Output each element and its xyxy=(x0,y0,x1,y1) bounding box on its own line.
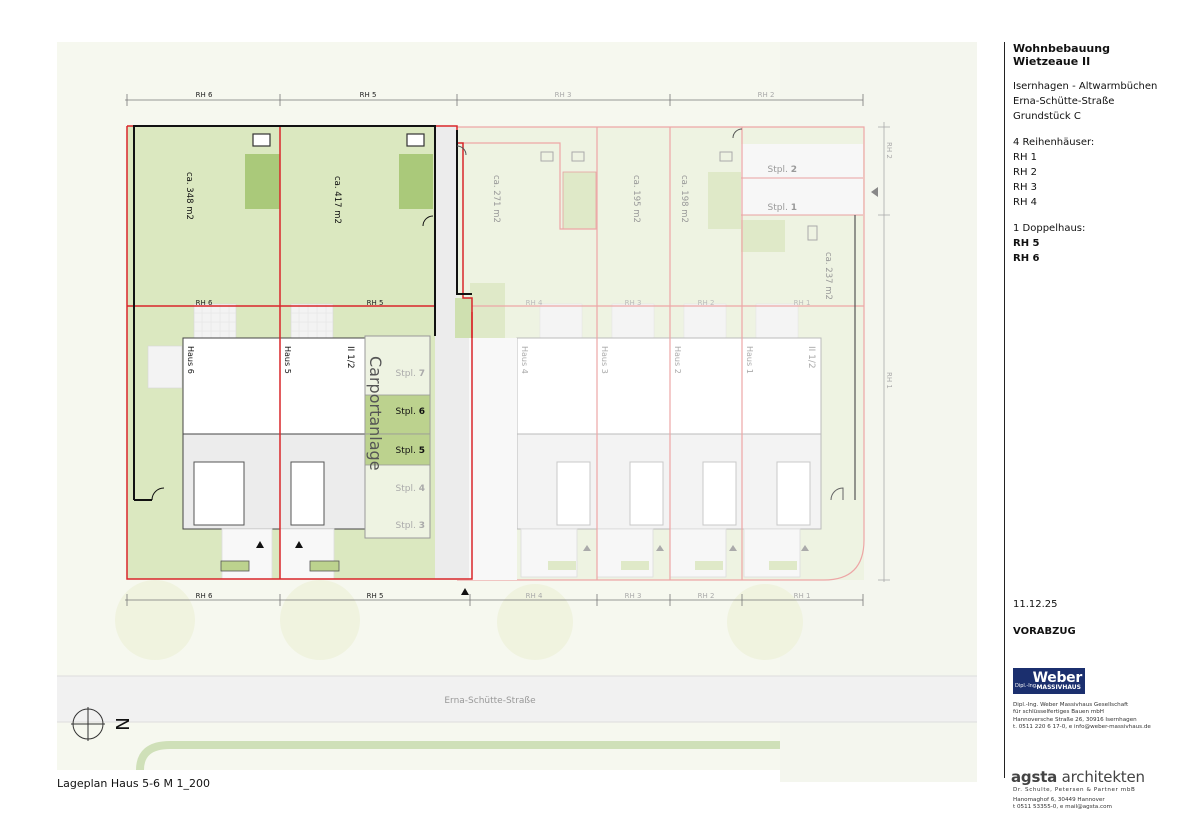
title-block: Wohnbebauung Wietzeaue II Isernhagen - A… xyxy=(1013,42,1183,266)
svg-text:RH 6: RH 6 xyxy=(196,592,213,600)
fence xyxy=(133,125,472,501)
street-surface xyxy=(57,676,977,722)
sidebar-divider xyxy=(1004,42,1005,778)
project-title: Wietzeaue II xyxy=(1013,55,1091,68)
svg-text:Stpl. 5: Stpl. 5 xyxy=(396,446,425,456)
weber-address: Dipl.-Ing. Weber Massivhaus Gesellschaft… xyxy=(1013,702,1151,730)
house-item: RH 1 xyxy=(1013,152,1038,163)
address-line: Erna-Schütte-Straße xyxy=(1013,96,1115,107)
agsta-logo: agsta architekten xyxy=(1011,768,1145,786)
address-line: Grundstück C xyxy=(1013,111,1081,122)
svg-text:RH 3: RH 3 xyxy=(555,91,572,99)
svg-text:RH 1: RH 1 xyxy=(794,299,811,307)
svg-text:RH 6: RH 6 xyxy=(196,91,213,99)
street-name: Erna-Schütte-Straße xyxy=(444,696,536,706)
tree xyxy=(115,580,195,660)
tree xyxy=(497,584,573,660)
svg-text:RH 3: RH 3 xyxy=(625,299,642,307)
driveway xyxy=(435,312,469,580)
agsta-address: Dr. Schulte, Petersen & Partner mbB Hano… xyxy=(1013,787,1136,810)
svg-text:RH 5: RH 5 xyxy=(360,91,377,99)
svg-text:RH 5: RH 5 xyxy=(367,592,384,600)
dimension-bottom xyxy=(125,594,864,606)
svg-text:Stpl. 7: Stpl. 7 xyxy=(396,369,425,379)
entrance-arrow xyxy=(256,541,264,548)
tree xyxy=(280,580,360,660)
svg-text:RH 2: RH 2 xyxy=(698,592,715,600)
house-label: Haus 6 xyxy=(186,346,195,374)
svg-text:Stpl. 4: Stpl. 4 xyxy=(396,484,425,494)
svg-text:RH 1: RH 1 xyxy=(885,372,893,389)
parking-6 xyxy=(364,394,431,435)
parking-label: Stpl. 1 xyxy=(768,203,797,213)
svg-text:RH 3: RH 3 xyxy=(625,592,642,600)
svg-text:Haus 4: Haus 4 xyxy=(520,346,529,374)
address-line: Isernhagen - Altwarmbüchen xyxy=(1013,81,1158,92)
house-item: RH 3 xyxy=(1013,182,1038,193)
side-arrow xyxy=(871,187,878,197)
weber-logo: Dipl.-Ing. Weber MASSIVHAUS xyxy=(1013,670,1085,694)
area-label: ca. 348 m2 xyxy=(184,172,194,220)
garden-bed xyxy=(245,154,280,209)
weber-logo-rule xyxy=(1013,668,1085,670)
svg-text:RH 2: RH 2 xyxy=(885,142,893,159)
duplex-item: RH 6 xyxy=(1013,253,1040,264)
dimension-top xyxy=(125,94,864,106)
plan-date: 11.12.25 xyxy=(1013,599,1058,610)
bin-icon xyxy=(252,133,271,147)
svg-text:RH 2: RH 2 xyxy=(758,91,775,99)
area-label: ca. 198 m2 xyxy=(679,175,689,223)
svg-text:II 1/2: II 1/2 xyxy=(806,346,816,369)
neighbor-green xyxy=(136,741,780,771)
svg-text:Stpl. 6: Stpl. 6 xyxy=(396,407,425,417)
project-title: Wohnbebauung xyxy=(1013,42,1110,55)
north-label: N xyxy=(113,717,134,730)
terraces-faint xyxy=(539,303,799,339)
area-label: ca. 237 m2 xyxy=(823,252,833,300)
svg-text:RH 1: RH 1 xyxy=(794,592,811,600)
house-label: Haus 5 xyxy=(283,346,292,374)
svg-text:Haus 1: Haus 1 xyxy=(745,346,754,374)
house-labels-faint: Haus 4 Haus 3 Haus 2 Haus 1 II 1/2 xyxy=(520,346,816,374)
svg-text:Haus 2: Haus 2 xyxy=(673,346,682,374)
houses-heading: 4 Reihenhäuser: xyxy=(1013,137,1095,148)
level-label: II 1/2 xyxy=(345,346,355,369)
tree xyxy=(727,584,803,660)
area-label: ca. 271 m2 xyxy=(491,175,501,223)
house-item: RH 2 xyxy=(1013,167,1038,178)
house-upper xyxy=(182,337,366,435)
area-label: ca. 195 m2 xyxy=(631,175,641,223)
duplex-item: RH 5 xyxy=(1013,238,1040,249)
svg-text:RH 6: RH 6 xyxy=(196,299,213,307)
area-label: ca. 417 m2 xyxy=(332,176,342,224)
svg-text:Haus 3: Haus 3 xyxy=(600,346,609,374)
svg-text:RH 4: RH 4 xyxy=(526,592,543,600)
svg-text:RH 4: RH 4 xyxy=(526,299,543,307)
plan-caption: Lageplan Haus 5-6 M 1_200 xyxy=(57,777,211,790)
bin-icon xyxy=(406,133,425,147)
entrance-arrow xyxy=(295,541,303,548)
svg-text:Stpl. 3: Stpl. 3 xyxy=(396,521,425,531)
duplex-heading: 1 Doppelhaus: xyxy=(1013,223,1086,234)
plan-status: VORABZUG xyxy=(1013,626,1076,637)
dimension-right xyxy=(878,122,890,582)
garden-bed xyxy=(399,154,433,209)
parking-5 xyxy=(364,433,431,466)
driveway-arrow xyxy=(461,588,469,595)
house-item: RH 4 xyxy=(1013,197,1038,208)
carport-label: Carportanlage xyxy=(366,356,385,471)
svg-text:RH 5: RH 5 xyxy=(367,299,384,307)
svg-text:RH 2: RH 2 xyxy=(698,299,715,307)
plot-lines-faint xyxy=(457,126,865,581)
parking-label: Stpl. 2 xyxy=(768,165,797,175)
parking-rh-1-2 xyxy=(741,144,863,215)
